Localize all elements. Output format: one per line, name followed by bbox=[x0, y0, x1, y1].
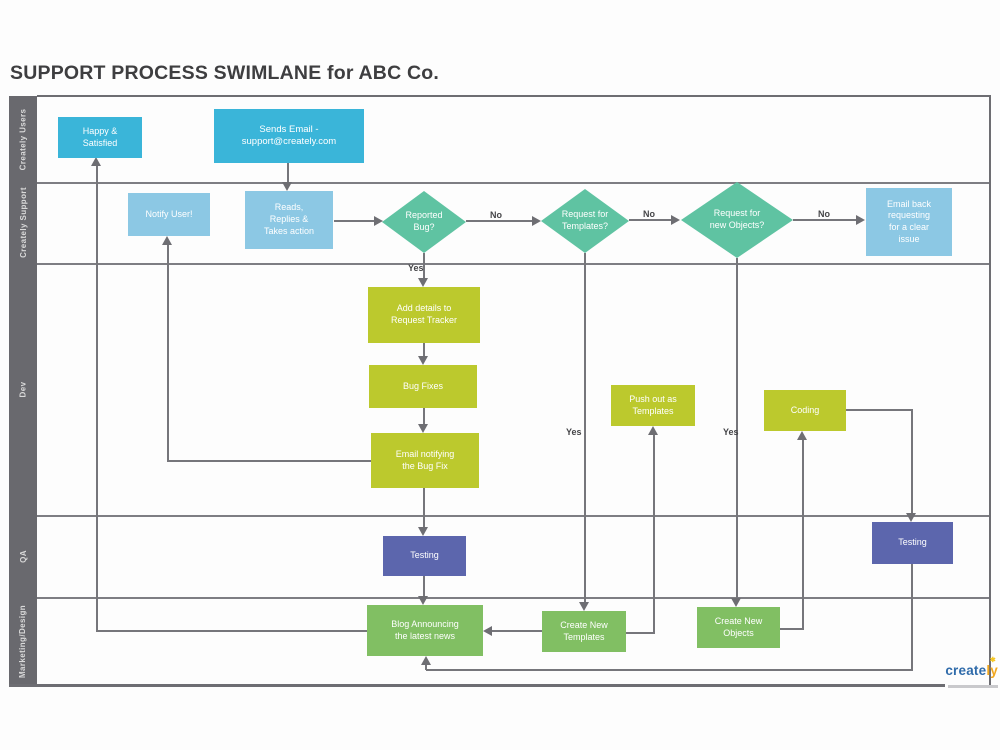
connector-blog-happy-h bbox=[97, 630, 367, 632]
logo-text-accent: ly bbox=[986, 663, 998, 678]
creately-logo: ✱creately bbox=[924, 657, 998, 678]
arrowhead-into-reads bbox=[282, 182, 292, 191]
lane-divider-2 bbox=[37, 263, 989, 265]
edge-label-yes-bug: Yes bbox=[408, 263, 424, 273]
lane-label-creately-users: Creately Users bbox=[18, 108, 28, 170]
connector-bugfixes-emailnotifying bbox=[423, 408, 425, 425]
connector-emailnotifying-notifyuser-h bbox=[168, 460, 371, 462]
arrowhead-into-blog-bottom bbox=[421, 656, 431, 665]
connector-reads-reportedbug bbox=[334, 220, 374, 222]
node-blog-announcing: Blog Announcing the latest news bbox=[367, 605, 483, 656]
logo-tagline bbox=[948, 685, 998, 688]
frame-right-border bbox=[989, 95, 991, 687]
edge-label-no-bug: No bbox=[490, 210, 502, 220]
connector-emailnotifying-testing bbox=[423, 488, 425, 528]
page-title: SUPPORT PROCESS SWIMLANE for ABC Co. bbox=[10, 62, 439, 84]
node-add-details: Add details to Request Tracker bbox=[368, 287, 480, 343]
connector-testingqa-blog-v bbox=[911, 564, 913, 671]
connector-reportedbug-adddetails bbox=[423, 253, 425, 279]
arrowhead-into-bugfixes bbox=[418, 356, 428, 365]
lane-divider-1 bbox=[37, 182, 989, 184]
arrowhead-into-reportedbug bbox=[374, 216, 383, 226]
arrowhead-into-testing-dev bbox=[418, 527, 428, 536]
edge-label-yes-objects: Yes bbox=[723, 427, 739, 437]
frame-top-border bbox=[37, 95, 991, 97]
connector-createtemplates-blog bbox=[492, 630, 542, 632]
connector-reportedbug-reqtemplates bbox=[466, 220, 532, 222]
connector-coding-testingqa-v bbox=[911, 409, 913, 514]
edge-label-yes-templates: Yes bbox=[566, 427, 582, 437]
node-testing-qa: Testing bbox=[872, 522, 953, 564]
node-sends-email: Sends Email - support@creately.com bbox=[214, 109, 364, 163]
connector-reqtemplates-reqobjects bbox=[629, 219, 671, 221]
connector-reqobjects-emailback bbox=[793, 219, 856, 221]
connector-createtemplates-pushout-h bbox=[626, 632, 655, 634]
lane-label-creately-support: Creately Support bbox=[18, 187, 28, 258]
connector-adddetails-bugfixes bbox=[423, 343, 425, 357]
logo-text-primary: create bbox=[945, 663, 987, 678]
lane-label-dev: Dev bbox=[18, 381, 28, 398]
connector-createobjects-coding-v bbox=[802, 439, 804, 630]
arrowhead-into-blog-top bbox=[418, 596, 428, 605]
arrowhead-into-pushout bbox=[648, 426, 658, 435]
connector-sendsemail-reads bbox=[287, 163, 289, 183]
arrowhead-into-createobjects bbox=[731, 598, 741, 607]
arrowhead-into-reqtemplates bbox=[532, 216, 541, 226]
logo-spark-icon: ✱ bbox=[989, 657, 996, 664]
lane-label-strip bbox=[9, 96, 37, 685]
node-push-out-templates: Push out as Templates bbox=[611, 385, 695, 426]
connector-blog-happy-v bbox=[96, 165, 98, 632]
arrowhead-into-reqobjects bbox=[671, 215, 680, 225]
arrowhead-into-testing-qa bbox=[906, 513, 916, 522]
edge-label-no-templates: No bbox=[643, 209, 655, 219]
node-happy-satisfied: Happy & Satisfied bbox=[58, 117, 142, 158]
connector-testing-blog bbox=[423, 576, 425, 597]
arrowhead-into-coding bbox=[797, 431, 807, 440]
arrowhead-into-adddetails bbox=[418, 278, 428, 287]
connector-emailnotifying-notifyuser-v bbox=[167, 245, 169, 462]
lane-label-marketing-design: Marketing/Design bbox=[18, 604, 28, 678]
lane-divider-4 bbox=[37, 597, 989, 599]
frame-bottom-border bbox=[9, 684, 945, 687]
node-create-objects: Create New Objects bbox=[697, 607, 780, 648]
arrowhead-into-blog-right bbox=[483, 626, 492, 636]
node-reads-replies: Reads, Replies & Takes action bbox=[245, 191, 333, 249]
arrowhead-into-emailback bbox=[856, 215, 865, 225]
node-bug-fixes: Bug Fixes bbox=[369, 365, 477, 408]
node-coding: Coding bbox=[764, 390, 846, 431]
node-request-objects-decision: Request for new Objects? bbox=[681, 182, 793, 258]
arrowhead-into-happy bbox=[91, 157, 101, 166]
node-request-templates-decision: Request for Templates? bbox=[541, 189, 629, 253]
edge-label-no-objects: No bbox=[818, 209, 830, 219]
node-create-templates: Create New Templates bbox=[542, 611, 626, 652]
connector-createtemplates-pushout-v bbox=[653, 434, 655, 634]
connector-createobjects-coding-h bbox=[780, 628, 804, 630]
arrowhead-into-notifyuser bbox=[162, 236, 172, 245]
connector-testingqa-blog-stub bbox=[425, 664, 427, 670]
node-reported-bug-decision: Reported Bug? bbox=[382, 191, 466, 253]
node-testing-dev: Testing bbox=[383, 536, 466, 576]
lane-divider-3 bbox=[37, 515, 989, 517]
arrowhead-into-emailnotifying bbox=[418, 424, 428, 433]
node-email-back: Email back requesting for a clear issue bbox=[866, 188, 952, 256]
node-email-notifying: Email notifying the Bug Fix bbox=[371, 433, 479, 488]
connector-coding-testingqa-h bbox=[846, 409, 913, 411]
connector-testingqa-blog-h bbox=[426, 669, 913, 671]
node-notify-user: Notify User! bbox=[128, 193, 210, 236]
connector-reqobjects-createobjects bbox=[736, 258, 738, 599]
connector-reqtemplates-createtemplates bbox=[584, 253, 586, 603]
lane-label-qa: QA bbox=[18, 550, 28, 563]
arrowhead-into-createtemplates bbox=[579, 602, 589, 611]
